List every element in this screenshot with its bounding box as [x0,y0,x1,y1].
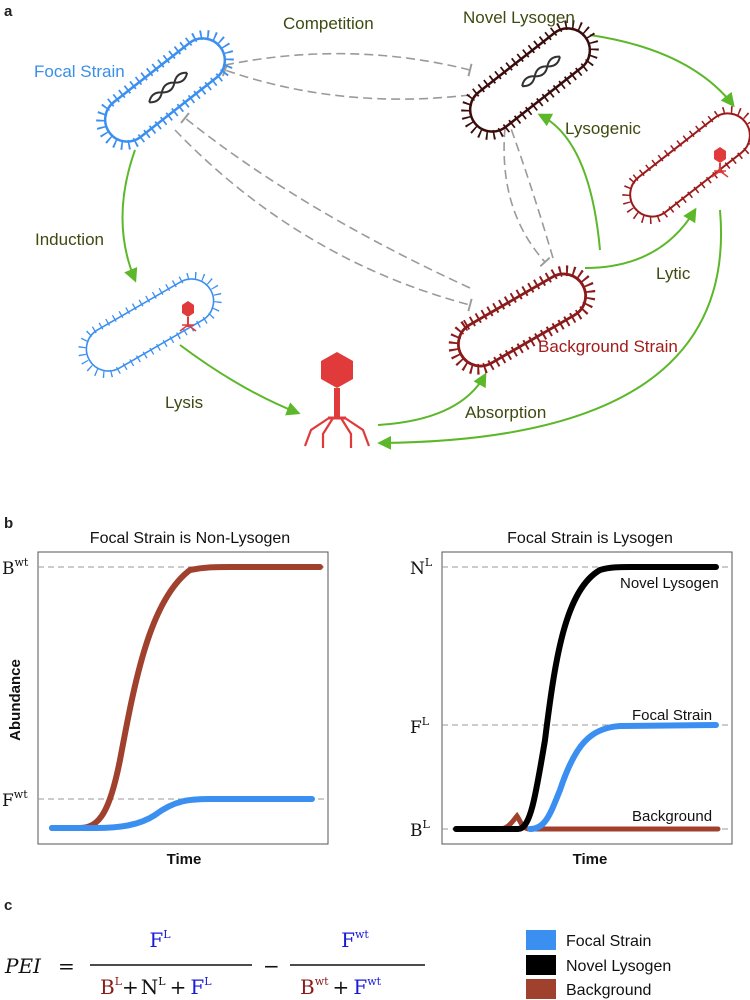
process-arrows [121,34,735,450]
left-tick-bottom: Fwt [2,788,28,811]
right-plot-frame [441,551,733,845]
panel-label-c: c [4,897,12,914]
left-plot-title: Focal Strain is Non-Lysogen [90,530,290,547]
right-label-background: Background [632,808,712,825]
legend-swatch-novel [526,955,556,975]
lytic-label: Lytic [656,264,691,283]
legend: Focal Strain Novel Lysogen Background [526,930,671,999]
focal-strain-label: Focal Strain [34,62,125,81]
induced-focal-bacterium-icon [78,272,222,378]
left-tick-top: Bwt [2,556,29,579]
absorption-label: Absorption [465,403,546,422]
background-strain-bacterium-icon [448,265,596,375]
legend-swatch-background [526,979,556,999]
pei-equation: PEI = FL BL+NL+FL − Fwt Bwt+Fwt [4,928,425,999]
right-tick-mid: FL [410,715,430,738]
infected-lysogen-bacterium-icon [622,106,750,224]
equation-lhs: PEI [4,954,42,978]
induction-label: Induction [35,230,104,249]
left-background-curve [49,564,323,831]
right-label-focal-strain: Focal Strain [632,707,712,724]
right-x-axis-label: Time [573,851,608,868]
panel-label-b: b [4,515,13,532]
legend-label-novel: Novel Lysogen [566,958,671,975]
equation-equals: = [58,954,75,978]
right-novel-lysogen-curve [453,564,719,832]
background-strain-label: Background Strain [538,337,678,356]
legend-swatch-focal [526,930,556,950]
left-y-axis-label: Abundance [7,659,24,741]
left-plot-frame [37,551,329,845]
novel-lysogen-bacterium-icon [461,20,599,140]
lysis-label: Lysis [165,393,203,412]
legend-label-focal: Focal Strain [566,933,651,950]
lysogenic-label: Lysogenic [565,119,641,138]
legend-label-background: Background [566,982,651,999]
novel-lysogen-label: Novel Lysogen [463,8,575,27]
frac1-denominator: BL+NL+FL [100,975,212,999]
right-tick-top: NL [410,556,433,579]
phage-icon [303,352,371,448]
competition-inhibition-lines [174,52,554,312]
frac1-numerator: FL [149,928,171,952]
right-plot-title: Focal Strain is Lysogen [507,530,673,547]
left-focal-curve [49,796,315,831]
right-focal-curve [527,722,719,832]
competition-label: Competition [283,14,374,33]
panel-label-a: a [4,3,13,20]
frac2-denominator: Bwt+Fwt [300,975,382,999]
right-tick-bottom: BL [410,818,431,841]
frac2-numerator: Fwt [341,928,369,952]
left-x-axis-label: Time [167,851,202,868]
right-label-novel-lysogen: Novel Lysogen [620,575,719,592]
focal-strain-bacterium-icon [96,30,234,150]
equation-minus: − [263,954,280,978]
